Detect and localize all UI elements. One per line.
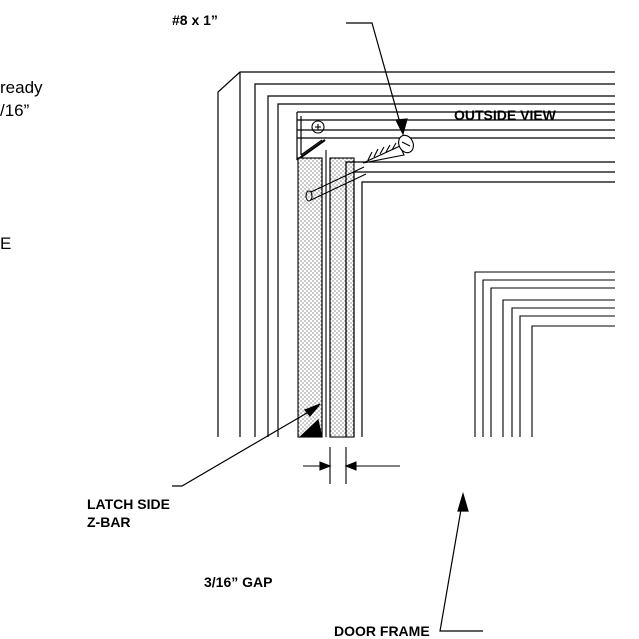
rail-screw-icon — [311, 120, 325, 134]
screw-hidden-path — [305, 166, 367, 202]
cropped-text-line-3: E — [0, 234, 12, 253]
cropped-text-line-1: ready — [0, 78, 43, 97]
latch-side-label: LATCH SIDE — [87, 496, 170, 512]
gap-label: 3/16” GAP — [204, 574, 273, 590]
outside-view-label: OUTSIDE VIEW — [454, 107, 556, 123]
screw-icon — [362, 134, 414, 164]
z-bar-label: Z-BAR — [87, 514, 131, 530]
door-frame-leader — [439, 491, 483, 632]
door-frame-label: DOOR FRAME — [334, 623, 430, 639]
screw-leader — [346, 22, 408, 136]
z-bar-leader — [172, 403, 321, 487]
gap-dimension — [303, 447, 400, 484]
top-z-bar — [296, 111, 615, 161]
latch-side-z-bar — [297, 150, 355, 438]
cropped-text-line-2: /16” — [0, 101, 30, 120]
screw-size-label: #8 x 1” — [172, 12, 218, 28]
outer-frame — [217, 71, 615, 437]
inner-panel — [474, 271, 615, 437]
